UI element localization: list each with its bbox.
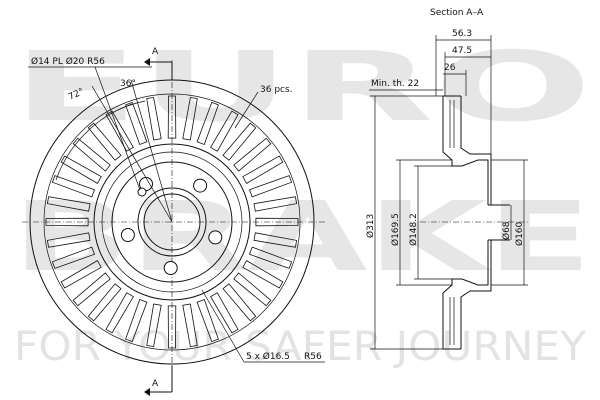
watermark-brand-top: EURO	[12, 31, 592, 143]
dia-2-label: Ø148.2	[408, 213, 419, 246]
hat-inner-circle	[111, 161, 233, 283]
vane	[146, 303, 162, 348]
vane	[46, 232, 91, 248]
bolt-hole	[163, 261, 178, 275]
vane	[125, 101, 148, 146]
section-title: Section A–A	[430, 8, 484, 18]
vane	[182, 96, 198, 141]
section-profile-lower-inner	[460, 240, 492, 349]
vanes-count-label: 36 pcs.	[260, 85, 293, 95]
holes-label: 5 x Ø16.5	[246, 351, 290, 362]
vane	[253, 232, 298, 248]
bolt-pattern-label: Ø14 PL Ø20 R56	[31, 56, 105, 67]
bolt-hole	[208, 230, 223, 245]
vane	[196, 298, 219, 343]
front-view: A A 72° 36° Ø14 PL Ø20 R56	[22, 47, 325, 396]
vane	[233, 137, 272, 172]
angle-leader-2	[130, 79, 173, 223]
section-profile-upper-outer	[442, 96, 489, 205]
vane	[167, 95, 177, 139]
section-profile-upper-inner	[460, 96, 492, 205]
vane	[125, 298, 148, 343]
section-view: Section A–A 56.3 47.5 26 Min. th. 22	[365, 8, 530, 350]
dia-outer-label: Ø313	[365, 214, 376, 238]
vane	[60, 260, 102, 289]
angle-arc-inner	[109, 100, 146, 115]
section-marker-bottom: A	[152, 379, 159, 389]
min-thickness-label: Min. th. 22	[371, 79, 419, 89]
dia-3-label: Ø68	[501, 221, 512, 240]
pilot-hole	[137, 187, 147, 197]
disc-vane-outer-circle	[43, 93, 301, 351]
vane	[105, 292, 134, 334]
vane	[253, 196, 298, 212]
watermark: EURO BRAKE FOR YOUR SAFER JOURNEY	[12, 31, 592, 370]
holes-leader	[201, 289, 245, 363]
dim-overall-width-label: 56.3	[452, 29, 472, 39]
section-profile-lower-outer	[442, 240, 489, 349]
vane	[45, 217, 89, 227]
vane	[182, 303, 198, 348]
section-cut-marker-bottom: A	[144, 366, 173, 396]
center-bore-outer	[137, 187, 207, 257]
vane	[242, 260, 284, 289]
vane	[248, 246, 293, 269]
bolt-pattern-leader	[94, 66, 141, 191]
vane	[87, 283, 122, 322]
bolt-hole	[120, 228, 135, 242]
vane	[146, 96, 162, 141]
vane	[51, 246, 96, 269]
braking-surface-inner-edge	[93, 143, 251, 301]
watermark-brand-bottom: BRAKE	[12, 181, 592, 293]
vane	[46, 196, 91, 212]
bolt-hole	[193, 178, 208, 193]
vane	[210, 110, 239, 152]
center-bore	[143, 193, 201, 251]
watermark-tagline: FOR YOUR SAFER JOURNEY	[14, 324, 587, 370]
disc-outer-edge	[29, 79, 315, 365]
vane	[72, 137, 111, 172]
vane	[196, 101, 219, 146]
dia-4-label: Ø160	[514, 221, 525, 246]
vane	[248, 175, 293, 198]
dia-1-label: Ø169.5	[390, 213, 401, 246]
vane	[87, 122, 122, 161]
vane	[222, 122, 257, 161]
vane	[167, 305, 177, 349]
bolt-holes	[120, 177, 223, 275]
ventilation-vanes	[45, 95, 299, 349]
holes-radius-label: R56	[304, 352, 322, 362]
section-marker-top: A	[152, 47, 159, 57]
vane	[222, 283, 257, 322]
angle-leader-1	[91, 85, 173, 223]
section-cut-marker-top: A	[144, 47, 173, 80]
dim-width-2-label: 47.5	[452, 46, 472, 56]
vane	[242, 155, 284, 184]
vane	[51, 175, 96, 198]
hat-outer-circle	[101, 151, 243, 293]
angle-inner-label: 36°	[120, 79, 136, 89]
vanes-leader	[234, 91, 259, 129]
vane	[210, 292, 239, 334]
vane	[72, 272, 111, 307]
vane	[233, 272, 272, 307]
vane	[255, 217, 299, 227]
dim-width-3-label: 26	[444, 63, 456, 73]
vane	[60, 155, 102, 184]
vane	[105, 110, 134, 152]
